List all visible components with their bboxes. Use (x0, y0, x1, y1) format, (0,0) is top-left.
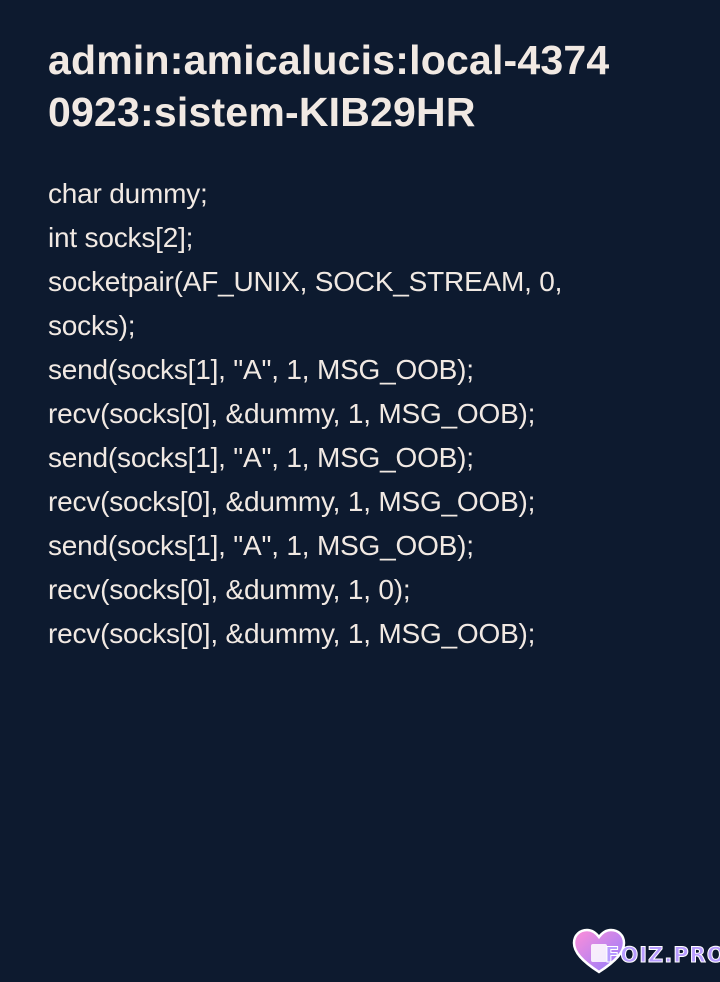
post-title: admin:amicalucis:local-4374 0923:sistem-… (48, 34, 688, 138)
code-line: socks); (48, 310, 136, 341)
watermark-logo: FOIZ.PRO (572, 928, 720, 978)
code-line: recv(socks[0], &dummy, 1, MSG_OOB); (48, 618, 536, 649)
code-line: char dummy; (48, 178, 208, 209)
code-line: send(socks[1], "A", 1, MSG_OOB); (48, 442, 474, 473)
post-title-line: admin:amicalucis:local-4374 (48, 37, 610, 83)
post-title-line: 0923:sistem-KIB29HR (48, 89, 476, 135)
code-line: recv(socks[0], &dummy, 1, MSG_OOB); (48, 398, 536, 429)
code-line: send(socks[1], "A", 1, MSG_OOB); (48, 530, 474, 561)
code-snippet: char dummy; int socks[2]; socketpair(AF_… (48, 172, 688, 656)
code-line: send(socks[1], "A", 1, MSG_OOB); (48, 354, 474, 385)
code-line: socketpair(AF_UNIX, SOCK_STREAM, 0, (48, 266, 563, 297)
watermark-text: FOIZ.PRO (605, 943, 720, 968)
heart-logo-icon (572, 928, 626, 974)
code-line: recv(socks[0], &dummy, 1, 0); (48, 574, 411, 605)
code-line: int socks[2]; (48, 222, 194, 253)
code-line: recv(socks[0], &dummy, 1, MSG_OOB); (48, 486, 536, 517)
